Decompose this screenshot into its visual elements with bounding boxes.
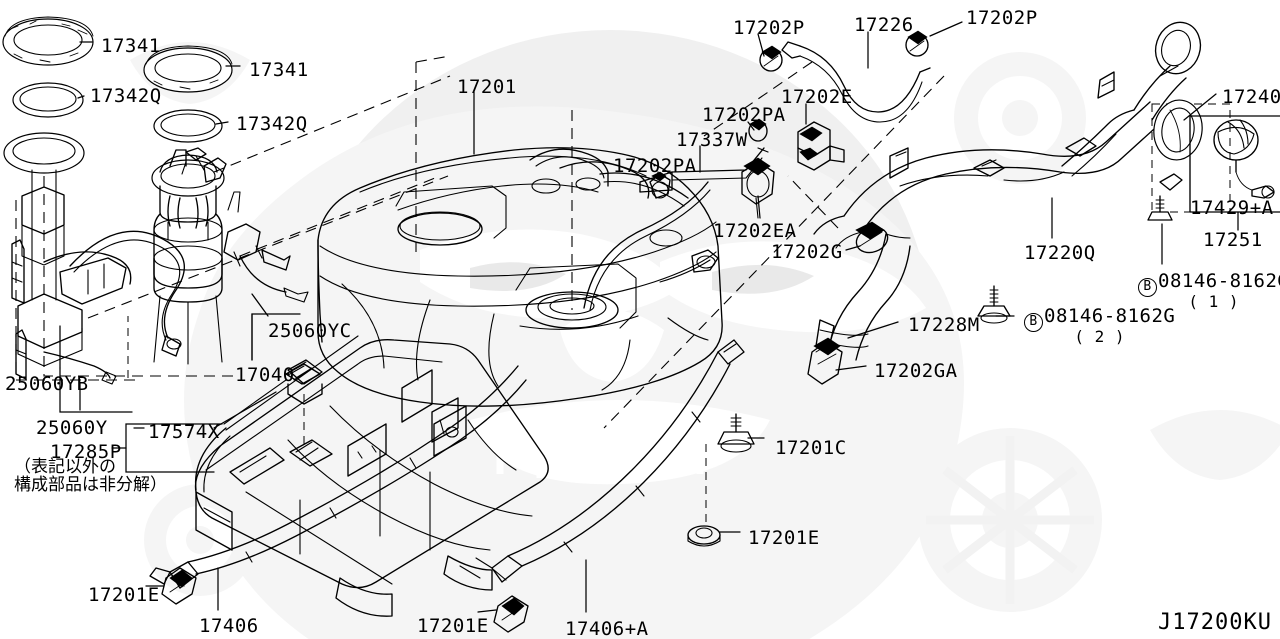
- lock-ring-17341-a: [2, 16, 94, 66]
- o-ring-17342q-a: [12, 82, 84, 118]
- tube-clip-17574x: [285, 363, 323, 405]
- part-label-17202p: 17202P: [966, 7, 1038, 29]
- part-label-17574x: 17574X: [148, 421, 220, 443]
- part-label-17406-a: 17406+A: [565, 618, 649, 639]
- tank-protector-shield: [194, 335, 549, 617]
- part-label-17201: 17201: [457, 76, 517, 98]
- hose-clamp-17202p-left: [759, 45, 783, 72]
- part-label-17341: 17341: [249, 59, 309, 81]
- pump-group-dashed-box: [43, 176, 240, 377]
- filler-neck-17220q: [813, 21, 1202, 249]
- hose-clamp-17202pa-right: [748, 118, 768, 142]
- part-label-17040: 17040: [235, 364, 295, 386]
- part-label-17285p: 17285P: [50, 441, 122, 463]
- filler-seal-17240: [1153, 99, 1203, 161]
- leader-lines: [59, 21, 1239, 613]
- part-label-17240: 17240: [1222, 86, 1280, 108]
- part-label-17337w: 17337W: [676, 129, 748, 151]
- part-label-17342q: 17342Q: [236, 113, 308, 135]
- tank-strap-bolt-b: [977, 285, 1011, 324]
- breather-hose-17226: [781, 41, 931, 123]
- part-label-17201e: 17201E: [748, 527, 820, 549]
- bolt-grade-b-icon: B: [1138, 278, 1157, 297]
- part-label-17226: 17226: [854, 14, 914, 36]
- bolt-part-number: 08146-8162G: [1044, 305, 1176, 327]
- tank-mount-nut-17201e-a: [687, 525, 721, 547]
- japanese-note-line1: （表記以外の: [14, 457, 116, 477]
- part-label-25060y: 25060Y: [36, 417, 108, 439]
- part-label-17341: 17341: [101, 35, 161, 57]
- part-label-17201e: 17201E: [417, 615, 489, 637]
- filler-neck-bolt-a: [1147, 195, 1173, 221]
- clamp-bracket-17202e: [797, 121, 845, 171]
- o-ring-17342q-b: [153, 109, 223, 143]
- fuel-pump-assembly-17040: [69, 147, 309, 365]
- part-label-17220q: 17220Q: [1024, 242, 1096, 264]
- part-label-17201c: 17201C: [775, 437, 847, 459]
- part-label-17406: 17406: [199, 615, 259, 637]
- part-label-17228m: 17228M: [908, 314, 980, 336]
- part-label-17429-a: 17429+A: [1190, 197, 1274, 219]
- part-label-25060yc: 25060YC: [268, 320, 352, 342]
- part-label-17202pa: 17202PA: [702, 104, 786, 126]
- part-label-17202g: 17202G: [771, 241, 843, 263]
- part-label-17201e: 17201E: [88, 584, 160, 606]
- label-brackets: [59, 313, 301, 473]
- hose-clamp-17202ga: [807, 337, 843, 385]
- lock-ring-17341-b: [143, 45, 233, 93]
- bolt-quantity: ( 2 ): [1074, 327, 1125, 346]
- part-label-17202p: 17202P: [733, 17, 805, 39]
- japanese-note: （表記以外の構成部品は非分解）: [14, 457, 167, 495]
- tank-band-17406: [149, 365, 527, 589]
- part-label-17202ea: 17202EA: [713, 220, 797, 242]
- tank-mount-bolt-17201c: [717, 413, 755, 453]
- fuel-tank-17201: [317, 147, 723, 407]
- hose-clamp-17202p-right: [905, 30, 929, 57]
- fuel-gauge-unit-25060y: [3, 132, 132, 385]
- part-label-17202ga: 17202GA: [874, 360, 958, 382]
- part-label-17251: 17251: [1203, 229, 1263, 251]
- part-label-17202pa: 17202PA: [613, 155, 697, 177]
- clamp-bracket-17202ea: [741, 157, 775, 219]
- bolt-quantity: ( 1 ): [1188, 292, 1239, 311]
- tank-mount-nut-17201e-c: [493, 595, 529, 633]
- part-label-25060yb: 25060YB: [5, 373, 89, 395]
- filler-cap-17429a: [1213, 119, 1275, 199]
- part-label-17202e: 17202E: [781, 86, 853, 108]
- tank-mount-nut-17201e-b: [161, 567, 197, 605]
- diagram-id: J17200KU: [1158, 610, 1272, 635]
- part-label-17342q: 17342Q: [90, 85, 162, 107]
- japanese-note-line2: 構成部品は非分解）: [14, 474, 167, 495]
- bolt-grade-b-icon: B: [1024, 313, 1043, 332]
- tank-band-17406a: [491, 339, 745, 583]
- bolt-part-number: 08146-8162G: [1158, 270, 1280, 292]
